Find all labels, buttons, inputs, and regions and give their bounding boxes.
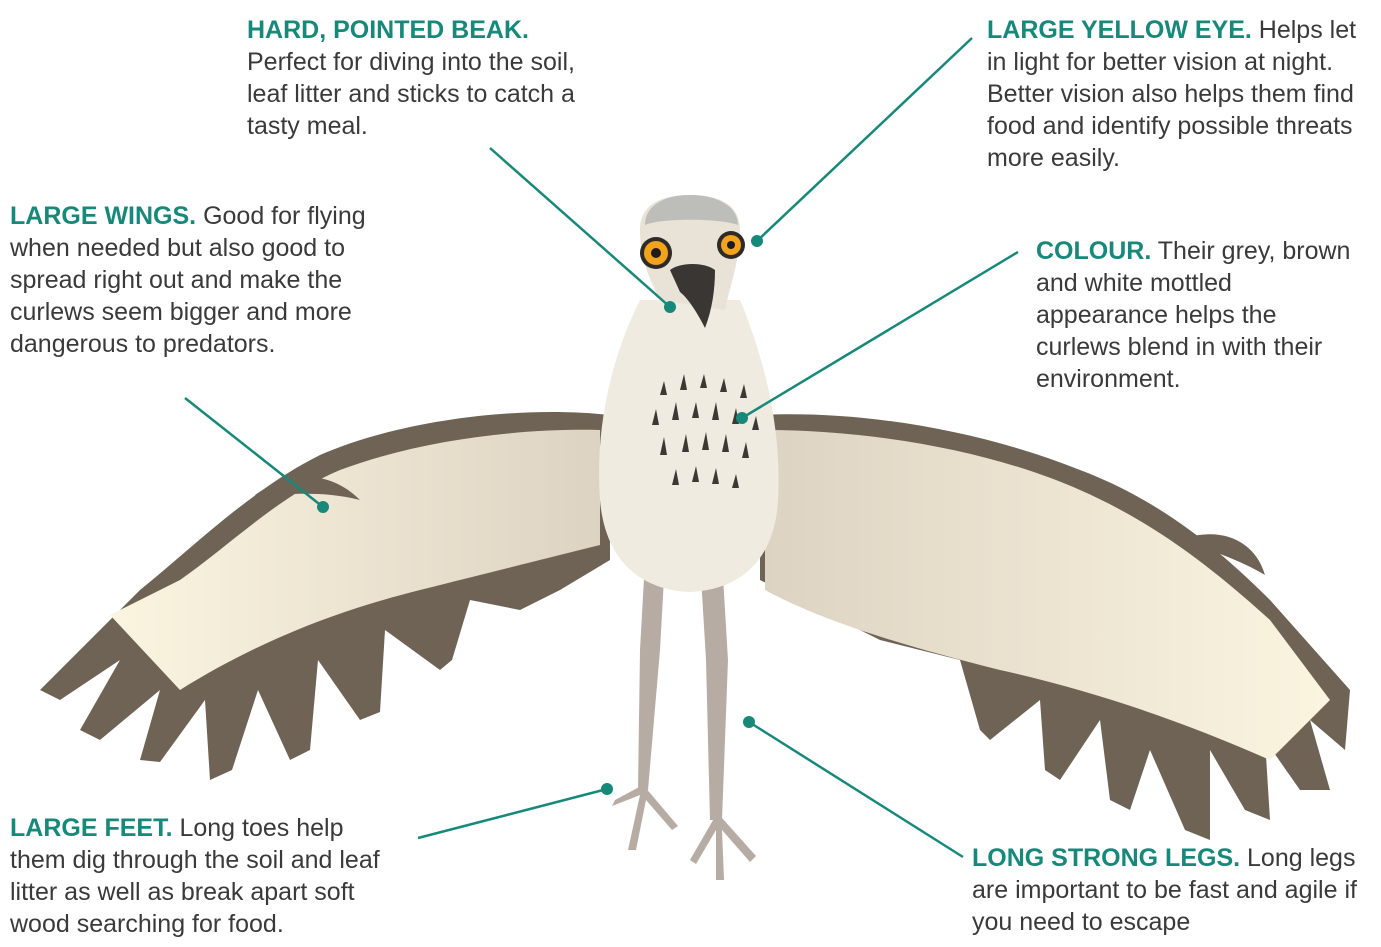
- annotation-eye: LARGE YELLOW EYE. Helps let in light for…: [987, 14, 1367, 174]
- annotation-heading: LARGE YELLOW EYE.: [987, 16, 1252, 44]
- legs: [612, 560, 756, 880]
- annotation-colour: COLOUR. Their grey, brown and white mott…: [1036, 235, 1356, 395]
- annotation-heading: LARGE WINGS.: [10, 202, 196, 230]
- right-wing: [760, 414, 1350, 840]
- annotation-beak: HARD, POINTED BEAK. Perfect for diving i…: [247, 14, 587, 142]
- annotation-heading: HARD, POINTED BEAK.: [247, 14, 587, 46]
- annotation-heading: LARGE FEET.: [10, 814, 173, 842]
- annotation-wings: LARGE WINGS. Good for flying when needed…: [10, 200, 385, 360]
- annotation-legs: LONG STRONG LEGS. Long legs are importan…: [972, 842, 1372, 938]
- annotation-feet: LARGE FEET. Long toes help them dig thro…: [10, 812, 395, 940]
- annotation-heading: LONG STRONG LEGS.: [972, 844, 1240, 872]
- left-wing: [40, 412, 610, 780]
- annotation-heading: COLOUR.: [1036, 237, 1151, 265]
- annotation-text: Perfect for diving into the soil, leaf l…: [247, 48, 575, 140]
- body: [599, 300, 779, 592]
